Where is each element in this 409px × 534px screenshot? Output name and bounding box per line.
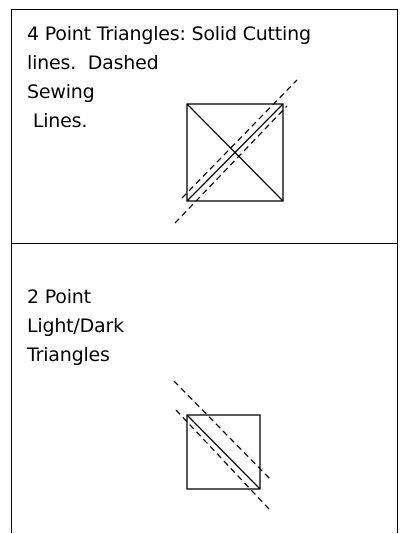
solid-cutting-line	[186, 103, 284, 202]
caption-line: 2 Point	[27, 286, 91, 308]
four-point-triangle-diagram	[174, 79, 298, 224]
caption-line: Sewing	[27, 81, 95, 103]
dashed-sewing-line	[181, 79, 298, 199]
dashed-sewing-line	[174, 105, 288, 224]
dashed-sewing-line	[175, 409, 270, 510]
dashed-sewing-line	[173, 380, 273, 482]
two-point-triangles-panel: 2 Point Light/Dark Triangles	[11, 243, 398, 533]
caption-line: Triangles	[27, 344, 110, 366]
caption-line: lines. Dashed	[27, 52, 159, 74]
two-point-triangle-diagram	[173, 380, 273, 510]
cutting-square	[186, 414, 261, 490]
two-point-triangles-caption: 2 Point Light/Dark Triangles	[27, 283, 287, 370]
caption-line: Light/Dark	[27, 315, 124, 337]
four-point-triangles-panel: 4 Point Triangles: Solid Cutting lines. …	[11, 9, 398, 244]
cutting-square	[186, 103, 284, 202]
caption-line: 4 Point Triangles: Solid Cutting	[27, 23, 311, 45]
four-point-triangles-caption: 4 Point Triangles: Solid Cutting lines. …	[27, 20, 392, 136]
caption-line: Lines.	[27, 110, 88, 132]
solid-cutting-line	[186, 414, 261, 490]
